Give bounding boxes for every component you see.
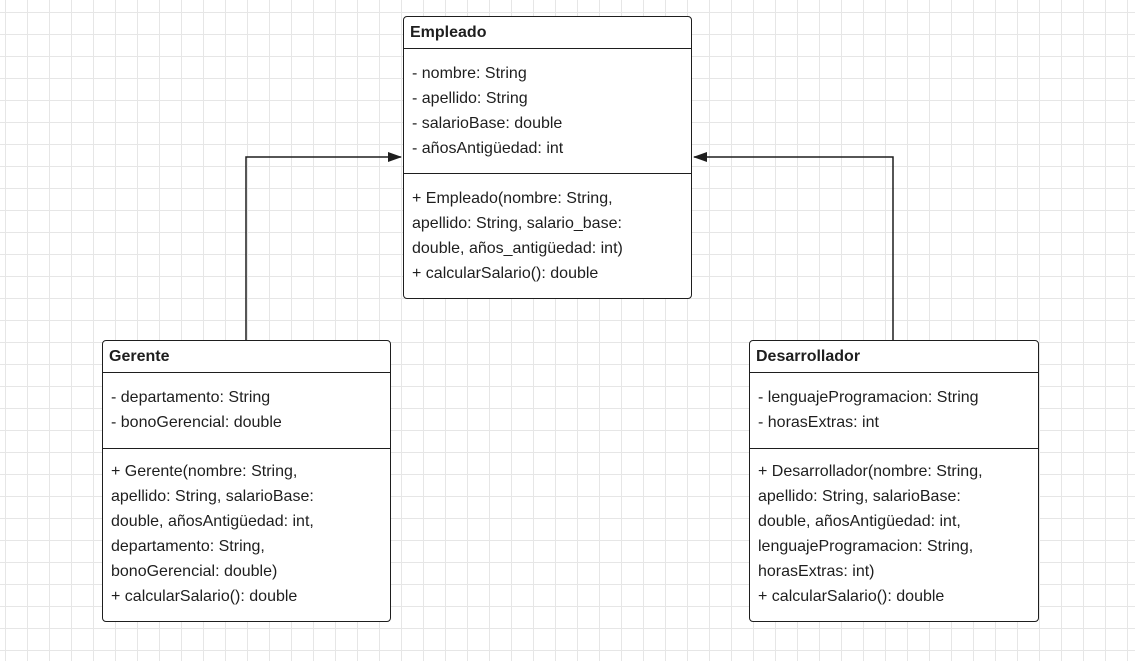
method-calcular-salario: + calcularSalario(): double — [111, 588, 298, 605]
methods-section-empleado: + Empleado(nombre: String, apellido: Str… — [404, 174, 691, 290]
method-line: + Gerente(nombre: String, — [111, 463, 298, 480]
attributes-section-desarrollador: - lenguajeProgramacion: String - horasEx… — [750, 373, 1038, 449]
method-line: + Desarrollador(nombre: String, — [758, 463, 983, 480]
attribute-bono-gerencial: - bonoGerencial: double — [111, 414, 282, 431]
attribute-nombre: - nombre: String — [412, 65, 527, 82]
attribute-horas-extras: - horasExtras: int — [758, 414, 879, 431]
method-line: apellido: String, salarioBase: — [111, 488, 314, 505]
method-line: apellido: String, salario_base: — [412, 215, 622, 232]
connector-gerente-to-empleado[interactable] — [245, 152, 402, 340]
method-line: + Empleado(nombre: String, — [412, 190, 613, 207]
method-calcular-salario: + calcularSalario(): double — [758, 588, 945, 605]
methods-section-gerente: + Gerente(nombre: String, apellido: Stri… — [103, 449, 390, 613]
method-line: lenguajeProgramacion: String, — [758, 538, 974, 555]
methods-section-desarrollador: + Desarrollador(nombre: String, apellido… — [750, 449, 1038, 613]
method-line: departamento: String, — [111, 538, 265, 555]
connector-desarrollador-to-empleado[interactable] — [693, 152, 894, 340]
attribute-lenguaje-programacion: - lenguajeProgramacion: String — [758, 389, 979, 406]
method-line: double, añosAntigüedad: int, — [111, 513, 314, 530]
attribute-salario-base: - salarioBase: double — [412, 115, 563, 132]
attributes-section-gerente: - departamento: String - bonoGerencial: … — [103, 373, 390, 449]
attribute-apellido: - apellido: String — [412, 90, 528, 107]
method-line: double, años_antigüedad: int) — [412, 240, 623, 257]
class-name-desarrollador: Desarrollador — [750, 341, 1038, 373]
class-box-empleado[interactable]: Empleado - nombre: String - apellido: St… — [403, 16, 692, 299]
method-line: apellido: String, salarioBase: — [758, 488, 961, 505]
attribute-departamento: - departamento: String — [111, 389, 271, 406]
method-line: horasExtras: int) — [758, 563, 875, 580]
method-line: double, añosAntigüedad: int, — [758, 513, 961, 530]
class-box-gerente[interactable]: Gerente - departamento: String - bonoGer… — [102, 340, 391, 622]
class-name-empleado: Empleado — [404, 17, 691, 49]
attribute-anos-antiguedad: - añosAntigüedad: int — [412, 140, 564, 157]
class-name-gerente: Gerente — [103, 341, 390, 373]
attributes-section-empleado: - nombre: String - apellido: String - sa… — [404, 49, 691, 174]
class-box-desarrollador[interactable]: Desarrollador - lenguajeProgramacion: St… — [749, 340, 1039, 622]
method-calcular-salario: + calcularSalario(): double — [412, 265, 599, 282]
method-line: bonoGerencial: double) — [111, 563, 278, 580]
